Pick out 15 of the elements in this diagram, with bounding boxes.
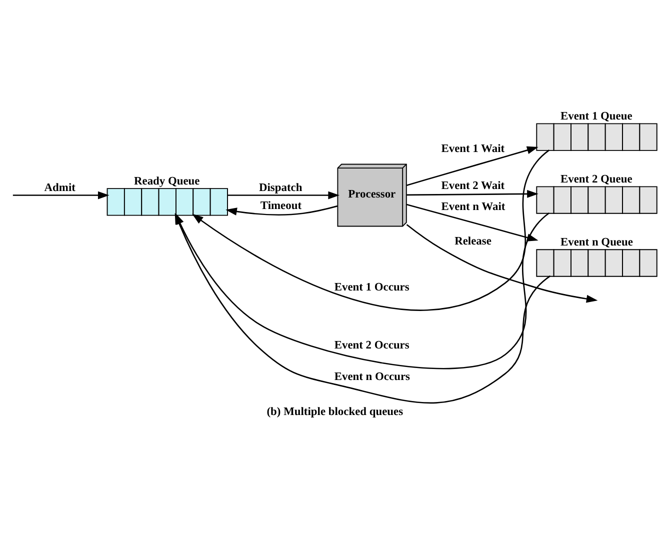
edge-label: Event n Wait (441, 201, 506, 214)
edge-label: Timeout (260, 200, 302, 212)
edge-label: Event n Occurs (334, 370, 410, 383)
node-label: Event 1 Queue (560, 110, 632, 122)
node-label: Event n Queue (560, 236, 633, 248)
edge-label: Release (454, 235, 492, 248)
node-label: Event 2 Queue (560, 173, 632, 186)
edge-label: Event 1 Wait (441, 142, 505, 155)
edge-label: Event 2 Occurs (334, 340, 410, 352)
edge-label: Dispatch (258, 182, 302, 194)
caption: (b) Multiple blocked queues (266, 406, 404, 418)
edge-label: Event 2 Wait (441, 180, 505, 192)
edge-label: Event 1 Occurs (334, 281, 410, 294)
edge-label: Admit (44, 182, 76, 194)
node-label: Ready Queue (134, 175, 200, 188)
